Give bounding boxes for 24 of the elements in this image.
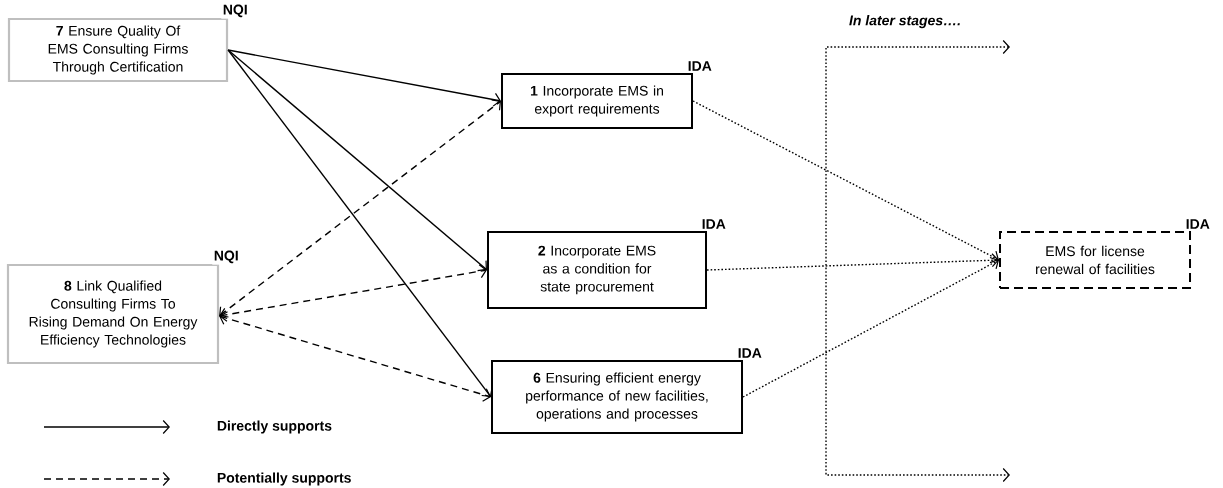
arrow [219, 264, 487, 322]
arrow [227, 49, 493, 397]
tag-label: IDA [686, 59, 714, 73]
tag-label: NQI [221, 3, 250, 19]
tag-label: IDA [736, 346, 764, 360]
process-box: EMS for license renewal of facilities [999, 231, 1191, 289]
process-box: 8 Link Qualified Consulting Firms To Rising Demand On Energy Efficiency Technologies [6, 263, 220, 365]
arrow [219, 99, 501, 318]
tag-label: IDA [700, 217, 728, 231]
arrow [742, 256, 999, 398]
arrow [219, 311, 491, 402]
process-box: 6 Ensuring efficient energy performance of new facilities, operations and processes [491, 360, 743, 434]
arrow [692, 100, 999, 264]
arrow [227, 49, 487, 272]
process-box: 2 Incorporate EMS as a condition for state procurement [487, 231, 707, 309]
legend-text: Directly supports [217, 420, 332, 434]
process-box: 7 Ensure Quality Of EMS Consulting Firms Through Certification [7, 17, 229, 83]
tag-label: NQI [212, 249, 241, 265]
process-box: 1 Incorporate EMS in export requirements [501, 73, 693, 129]
arrow [706, 253, 999, 271]
legend-text: Potentially supports [217, 472, 351, 486]
note-text: In later stages…. [849, 15, 960, 29]
tag-label: IDA [1184, 217, 1212, 231]
arrow [227, 49, 501, 107]
